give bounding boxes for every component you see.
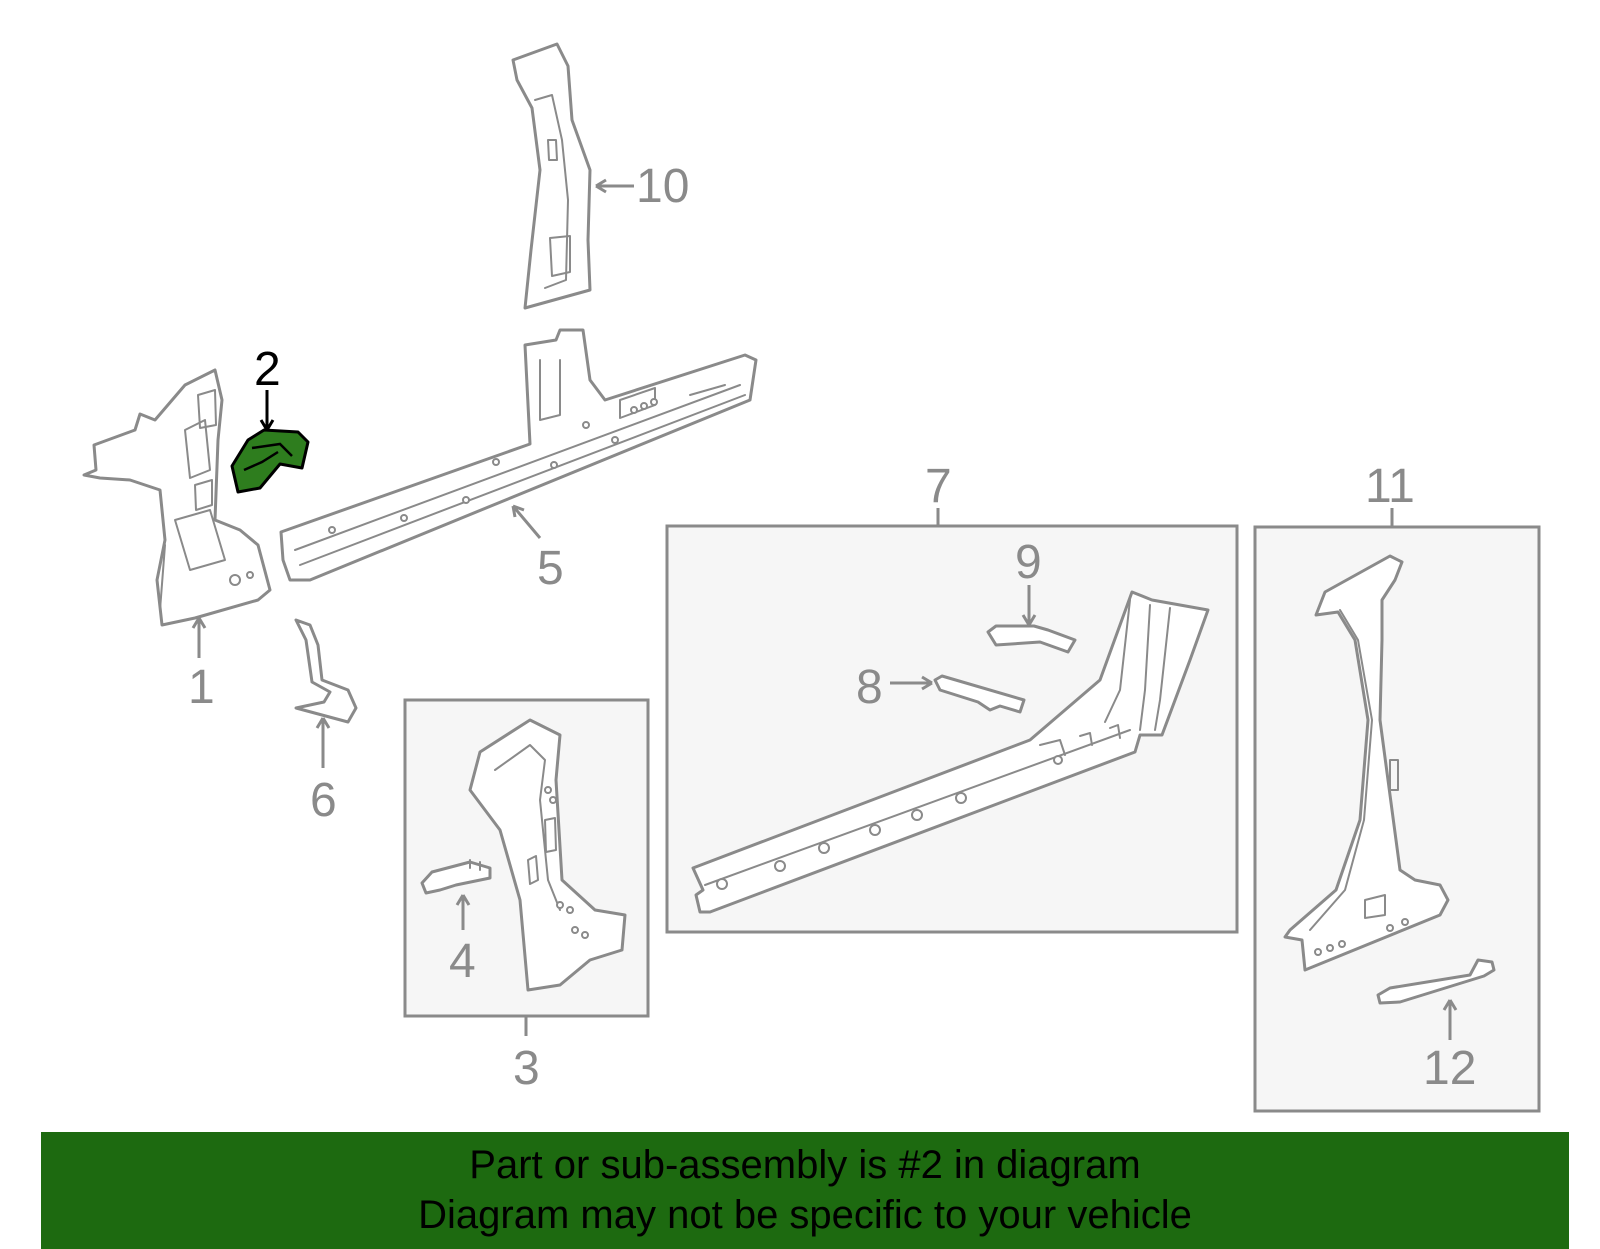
- callout-5: 5: [537, 542, 564, 595]
- callout-6: 6: [310, 774, 337, 827]
- banner-line-2: Diagram may not be specific to your vehi…: [418, 1193, 1192, 1237]
- callout-2: 2: [254, 343, 281, 396]
- leader-10: [595, 178, 634, 194]
- part-11-center-pillar[interactable]: [1283, 554, 1450, 972]
- part-3-pillar-assembly[interactable]: [468, 718, 627, 992]
- info-banner: Part or sub-assembly is #2 in diagram Di…: [41, 1132, 1569, 1249]
- part-2-highlighted-bracket[interactable]: [230, 428, 310, 494]
- leader-12: [1442, 999, 1458, 1040]
- leader-9: [1021, 585, 1037, 626]
- leader-4: [455, 894, 471, 930]
- group-box-11: [1253, 525, 1541, 1113]
- callout-1: 1: [188, 661, 215, 714]
- leader-6: [315, 717, 331, 768]
- callout-8: 8: [856, 661, 883, 714]
- part-6-bracket[interactable]: [294, 618, 358, 724]
- banner-line-1: Part or sub-assembly is #2 in diagram: [469, 1143, 1141, 1187]
- leader-1: [191, 617, 207, 658]
- part-4-small-bracket[interactable]: [420, 859, 492, 895]
- callout-7: 7: [925, 460, 952, 513]
- parts-diagram: 10 5 1 2: [82, 42, 1541, 1113]
- callout-9: 9: [1015, 536, 1042, 589]
- part-12-reinforcement[interactable]: [1376, 958, 1496, 1005]
- leader-8: [890, 675, 933, 691]
- part-7-rocker-assembly[interactable]: [691, 590, 1210, 914]
- leader-5: [511, 504, 542, 539]
- leader-2: [259, 390, 275, 431]
- part-1-hinge-pillar[interactable]: [82, 368, 272, 627]
- part-5-rocker-panel[interactable]: [279, 328, 758, 582]
- part-8-reinforcement[interactable]: [933, 674, 1026, 714]
- callout-12: 12: [1423, 1042, 1476, 1095]
- callout-10: 10: [636, 160, 689, 213]
- callout-3: 3: [513, 1042, 540, 1095]
- part-10-pillar-reinforcement[interactable]: [511, 42, 592, 310]
- callout-11: 11: [1365, 460, 1415, 513]
- part-9-bracket[interactable]: [986, 624, 1077, 654]
- callout-4: 4: [449, 935, 476, 988]
